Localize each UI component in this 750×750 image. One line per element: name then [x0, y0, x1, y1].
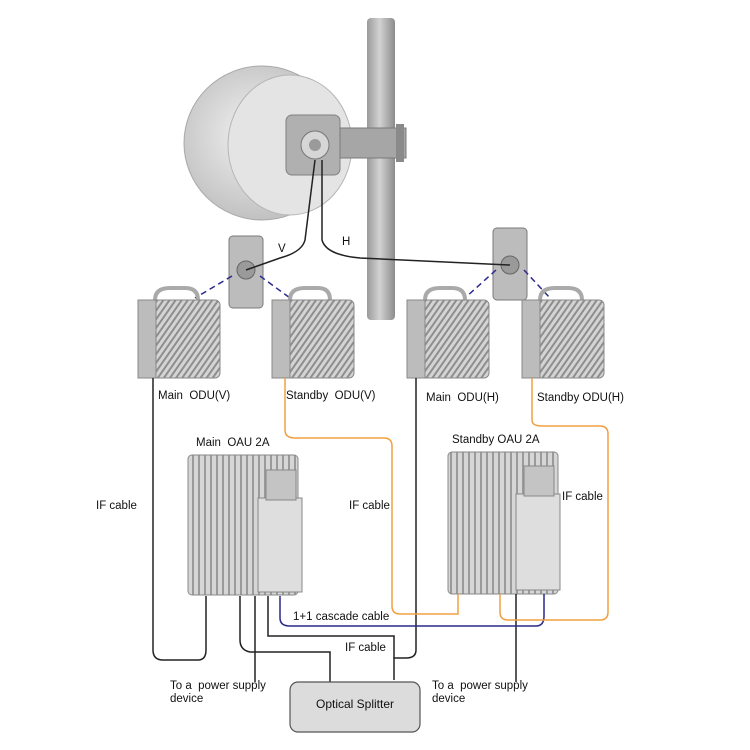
main-oau-label: Main OAU 2A [196, 437, 270, 449]
v-feed-cable [245, 159, 316, 271]
power-supply-right-label: To a power supply device [432, 680, 528, 705]
antenna-dish-icon [183, 65, 407, 221]
standby-odu-h-icon [521, 286, 605, 379]
main-odu-v-icon [137, 286, 221, 379]
polarization-h-label: H [342, 236, 351, 248]
main-odu-v-label: Main ODU(V) [158, 390, 231, 402]
standby-odu-h-cable [499, 378, 609, 621]
coupler-links [194, 269, 551, 299]
if-cables [152, 378, 517, 682]
standby-oau-icon [447, 451, 561, 595]
standby-odu-v-label: Standby ODU(V) [286, 390, 376, 402]
hybrid-coupler-v-icon [228, 235, 264, 309]
pole-icon [367, 18, 395, 320]
standby-odu-h-label: Standby ODU(H) [537, 392, 624, 404]
main-odu-h-label: Main ODU(H) [426, 392, 499, 404]
standby-odu-v-cable [284, 378, 459, 615]
optical-splitter-label: Optical Splitter [315, 697, 395, 711]
polarization-v-label: V [278, 243, 286, 255]
main-odu-h-icon [406, 286, 490, 379]
if-cable-bottom-label: IF cable [345, 642, 386, 654]
if-cable-right-label: IF cable [562, 491, 603, 503]
power-supply-left-label: To a power supply device [170, 680, 266, 705]
standby-odu-v-icon [271, 286, 355, 379]
h-feed-cable [321, 160, 511, 266]
if-cable-left-label: IF cable [96, 500, 137, 512]
standby-oau-label: Standby OAU 2A [452, 434, 540, 446]
optical-splitter-box [289, 681, 421, 733]
cascade-cable-label: 1+1 cascade cable [293, 611, 390, 623]
main-oau-icon [187, 454, 303, 596]
if-cable-center-label: IF cable [349, 500, 390, 512]
